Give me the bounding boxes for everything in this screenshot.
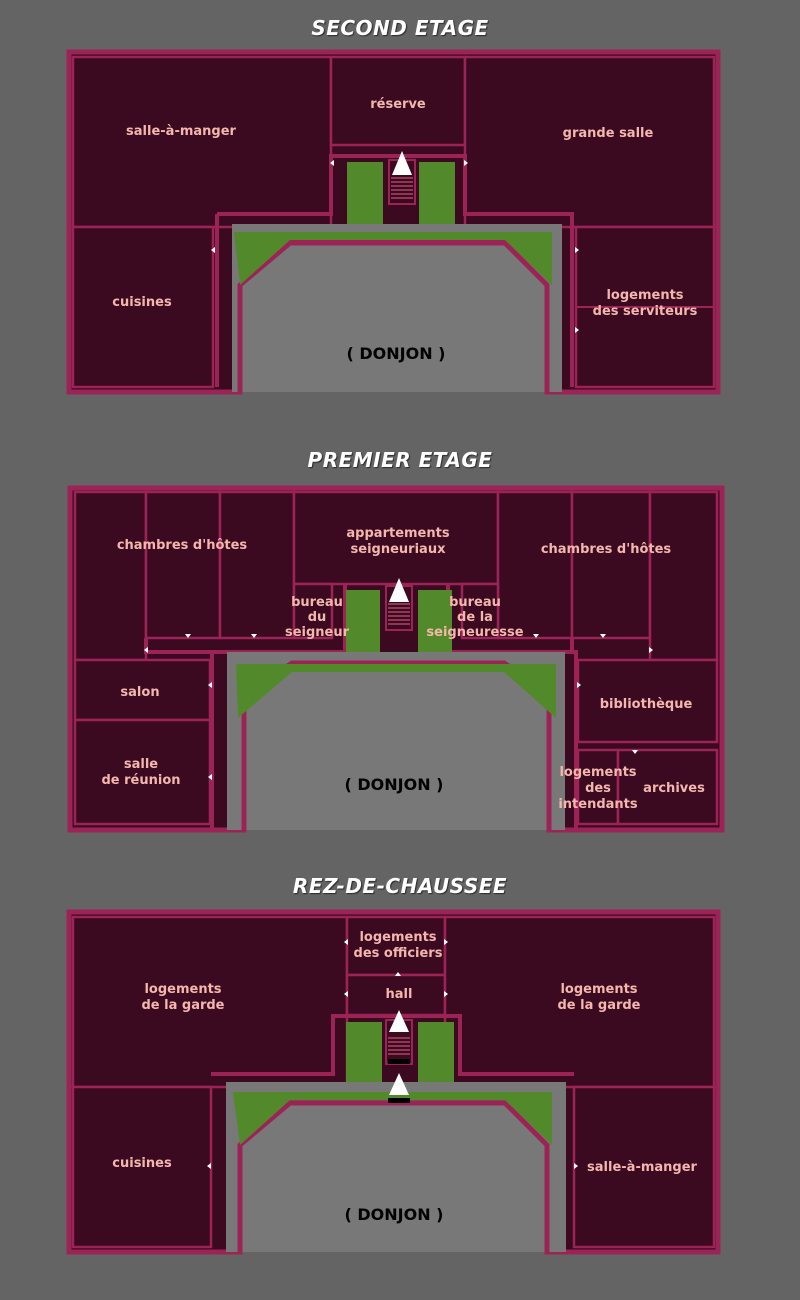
label-logements-intendants: logements [559, 765, 636, 780]
room-salle-a-manger[interactable] [71, 55, 333, 229]
room-logements-intendants[interactable] [576, 748, 620, 826]
label-logements-serviteurs: logements [606, 288, 683, 303]
room-chambre-hotes[interactable] [73, 490, 148, 662]
label-donjon: ( DONJON ) [345, 775, 444, 794]
stair-up-arrow-icon [392, 151, 412, 175]
label-appartements-seigneuriaux: seigneuriaux [351, 542, 447, 557]
door-marker-icon [464, 160, 468, 166]
door-marker-icon [330, 160, 334, 166]
label-grande-salle: grande salle [563, 126, 654, 141]
label-bureau-seigneur: seigneur [285, 625, 350, 640]
door-marker-icon [444, 939, 448, 945]
room-logements-garde-left[interactable] [71, 915, 349, 1089]
door-marker-icon [632, 750, 638, 754]
plan-first-floor: chambres d'hôtes appartements seigneuria… [67, 485, 725, 833]
stair-up-arrow-icon [389, 1010, 409, 1032]
label-logements-garde-right: logements [560, 982, 637, 997]
door-marker-icon [395, 972, 401, 976]
room-archives[interactable] [616, 748, 719, 826]
label-logements-intendants: des [585, 781, 611, 796]
label-bureau-seigneuresse: seigneuresse [426, 625, 523, 640]
door-marker-icon [577, 682, 581, 688]
label-bibliotheque: bibliothèque [600, 697, 693, 712]
label-logements-officiers: logements [359, 930, 436, 945]
room-grande-salle[interactable] [463, 55, 716, 229]
room-chambre-hotes[interactable] [218, 490, 296, 640]
plan-ground-floor: logements de la garde logements des offi… [66, 909, 721, 1255]
label-logements-serviteurs: des serviteurs [593, 304, 698, 319]
door-marker-icon [575, 247, 579, 253]
stairs [391, 177, 413, 199]
door-marker-icon [600, 634, 606, 638]
label-salle-a-manger: salle-à-manger [587, 1160, 697, 1175]
label-bureau-seigneur: du [308, 610, 327, 625]
label-donjon: ( DONJON ) [347, 344, 446, 363]
label-archives: archives [643, 781, 705, 796]
label-hall: hall [386, 987, 413, 1002]
label-logements-garde-left: de la garde [141, 998, 224, 1013]
door-marker-icon [208, 682, 212, 688]
label-salle-reunion: de réunion [101, 773, 180, 788]
stair-up-arrow-icon [389, 578, 409, 602]
door-marker-icon [574, 1163, 578, 1169]
door-marker-icon [207, 1163, 211, 1169]
room-cuisines[interactable] [71, 225, 215, 389]
label-cuisines: cuisines [112, 1156, 172, 1171]
grass-area [234, 232, 552, 285]
label-logements-officiers: des officiers [354, 946, 443, 961]
room-chambre-hotes[interactable] [144, 490, 222, 640]
room-reserve[interactable] [329, 55, 467, 147]
label-appartements-seigneuriaux: appartements [346, 526, 449, 541]
room-salle-a-manger[interactable] [572, 1085, 716, 1249]
door-marker-icon [344, 991, 348, 997]
room-bureau-seigneur[interactable] [292, 582, 334, 640]
label-bureau-seigneur: bureau [291, 595, 343, 610]
door-marker-icon [251, 634, 257, 638]
room-chambre-hotes[interactable] [648, 490, 719, 662]
label-salon: salon [120, 685, 159, 700]
label-bureau-seigneuresse: de la [457, 610, 493, 625]
plan-second-floor: salle-à-manger réserve grande salle cuis… [66, 49, 721, 395]
door-marker-icon [575, 327, 579, 333]
label-reserve: réserve [370, 97, 426, 112]
room-logements-officiers[interactable] [345, 915, 447, 977]
room-salle-reunion[interactable] [73, 718, 212, 826]
door-marker-icon [211, 247, 215, 253]
label-bureau-seigneuresse: bureau [449, 595, 501, 610]
room-bureau-seigneuresse[interactable] [460, 582, 500, 640]
door-marker-icon [444, 991, 448, 997]
room-chambre-hotes[interactable] [570, 490, 652, 640]
door-marker-icon [208, 774, 212, 780]
door-marker-icon [533, 634, 539, 638]
label-logements-garde-left: logements [144, 982, 221, 997]
label-logements-intendants: intendants [558, 797, 638, 812]
label-salle-reunion: salle [124, 757, 158, 772]
door-marker-icon [144, 647, 148, 653]
room-chambre-hotes[interactable] [496, 490, 574, 640]
label-donjon: ( DONJON ) [345, 1205, 444, 1224]
label-cuisines: cuisines [112, 295, 172, 310]
room-cuisines[interactable] [71, 1085, 213, 1249]
floor-title-first: PREMIER ETAGE [307, 448, 493, 472]
door-marker-icon [185, 634, 191, 638]
room-appartements-seigneuriaux[interactable] [292, 490, 500, 586]
floor-title-ground: REZ-DE-CHAUSSEE [292, 874, 508, 898]
door-marker-icon [344, 939, 348, 945]
floor-title-second: SECOND ETAGE [311, 16, 489, 40]
room-salon[interactable] [73, 658, 212, 722]
label-logements-garde-right: de la garde [557, 998, 640, 1013]
door-marker-icon [649, 647, 653, 653]
label-chambres-hotes-left: chambres d'hôtes [117, 538, 248, 553]
label-salle-a-manger: salle-à-manger [126, 124, 236, 139]
label-chambres-hotes-right: chambres d'hôtes [541, 542, 672, 557]
entrance-arrow-icon [389, 1073, 409, 1095]
